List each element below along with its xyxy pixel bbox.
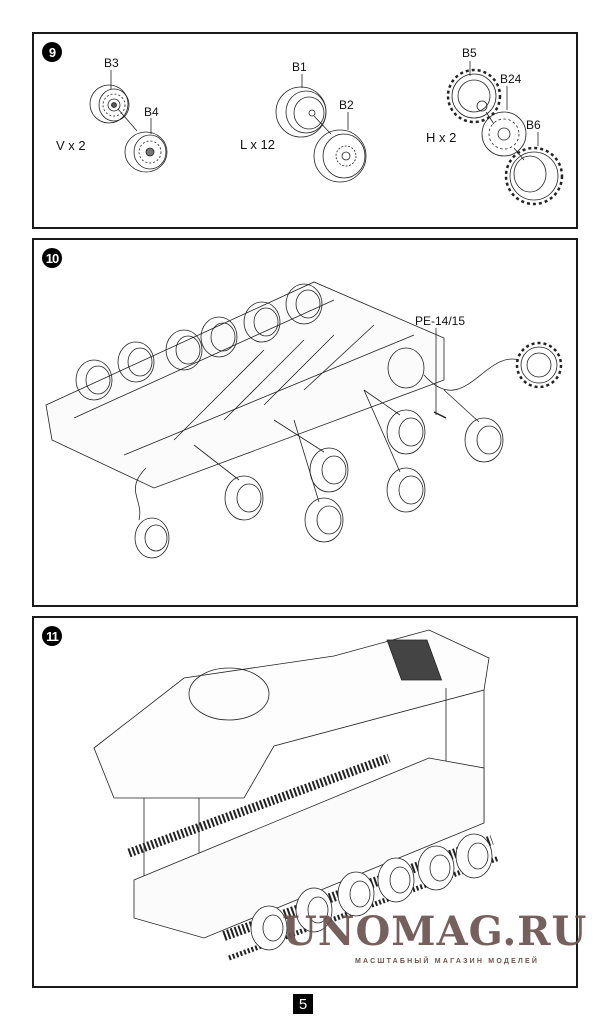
step-11-illustration (93, 629, 500, 961)
sprocket-b5-drawing (446, 61, 502, 124)
assembly-line (313, 115, 332, 135)
step-10-illustration (45, 281, 563, 559)
callout-pe-14-15: PE-14/15 (415, 314, 466, 328)
assembly-lines (135, 358, 520, 521)
step-9-illustration (89, 61, 564, 206)
watermark-title: UNOMAG.RU (282, 908, 588, 955)
upper-road-wheels (75, 283, 323, 401)
drive-sprocket-drawing (515, 341, 563, 389)
page-number: 5 (293, 994, 313, 1014)
part-label-b2: B2 (339, 98, 354, 112)
torsion-bars (173, 324, 375, 441)
engine-grille-drawing (386, 639, 443, 681)
lower-hull-tub-drawing (133, 757, 485, 939)
wheel-b4-drawing (124, 118, 168, 173)
road-wheels-drawing (250, 833, 493, 951)
step-number-badge: 9 (42, 42, 62, 62)
ring-b24-drawing (481, 86, 527, 157)
wheel-b1-drawing (275, 74, 327, 138)
wheel-b2-drawing (313, 112, 367, 183)
quantity-label-v: V x 2 (56, 138, 86, 153)
lower-hull-drawing (45, 281, 445, 489)
quantity-label-l: L x 12 (240, 137, 275, 152)
turret-ring-drawing (188, 667, 270, 721)
assembly-line (117, 108, 138, 132)
upper-hull-drawing (93, 629, 490, 799)
part-label-b1: B1 (292, 60, 307, 74)
loose-road-wheels (134, 409, 504, 559)
wheel-b3-drawing (89, 70, 130, 124)
part-label-b6: B6 (526, 118, 541, 132)
part-label-b4: B4 (144, 105, 159, 119)
step-number-badge: 10 (42, 248, 62, 268)
part-label-b24: B24 (500, 72, 522, 86)
step-9-panel: 9 B3 B4 V x 2 B1 B2 L x 12 B5 B24 B6 H x… (32, 32, 578, 229)
final-drive-drawing (387, 347, 425, 389)
watermark-subtitle: МАСШТАБНЫЙ МАГАЗИН МОДЕЛЕЙ (355, 958, 540, 965)
step-11-panel: 11 (32, 616, 578, 988)
quantity-label-h: H x 2 (426, 130, 457, 145)
part-label-b3: B3 (104, 56, 119, 70)
assembly-line (485, 111, 495, 125)
step-number-badge: 11 (42, 626, 62, 646)
sprocket-b6-drawing (504, 132, 564, 206)
part-label-b5: B5 (462, 46, 477, 60)
step-10-panel: 10 PE-14/15 (32, 238, 578, 607)
